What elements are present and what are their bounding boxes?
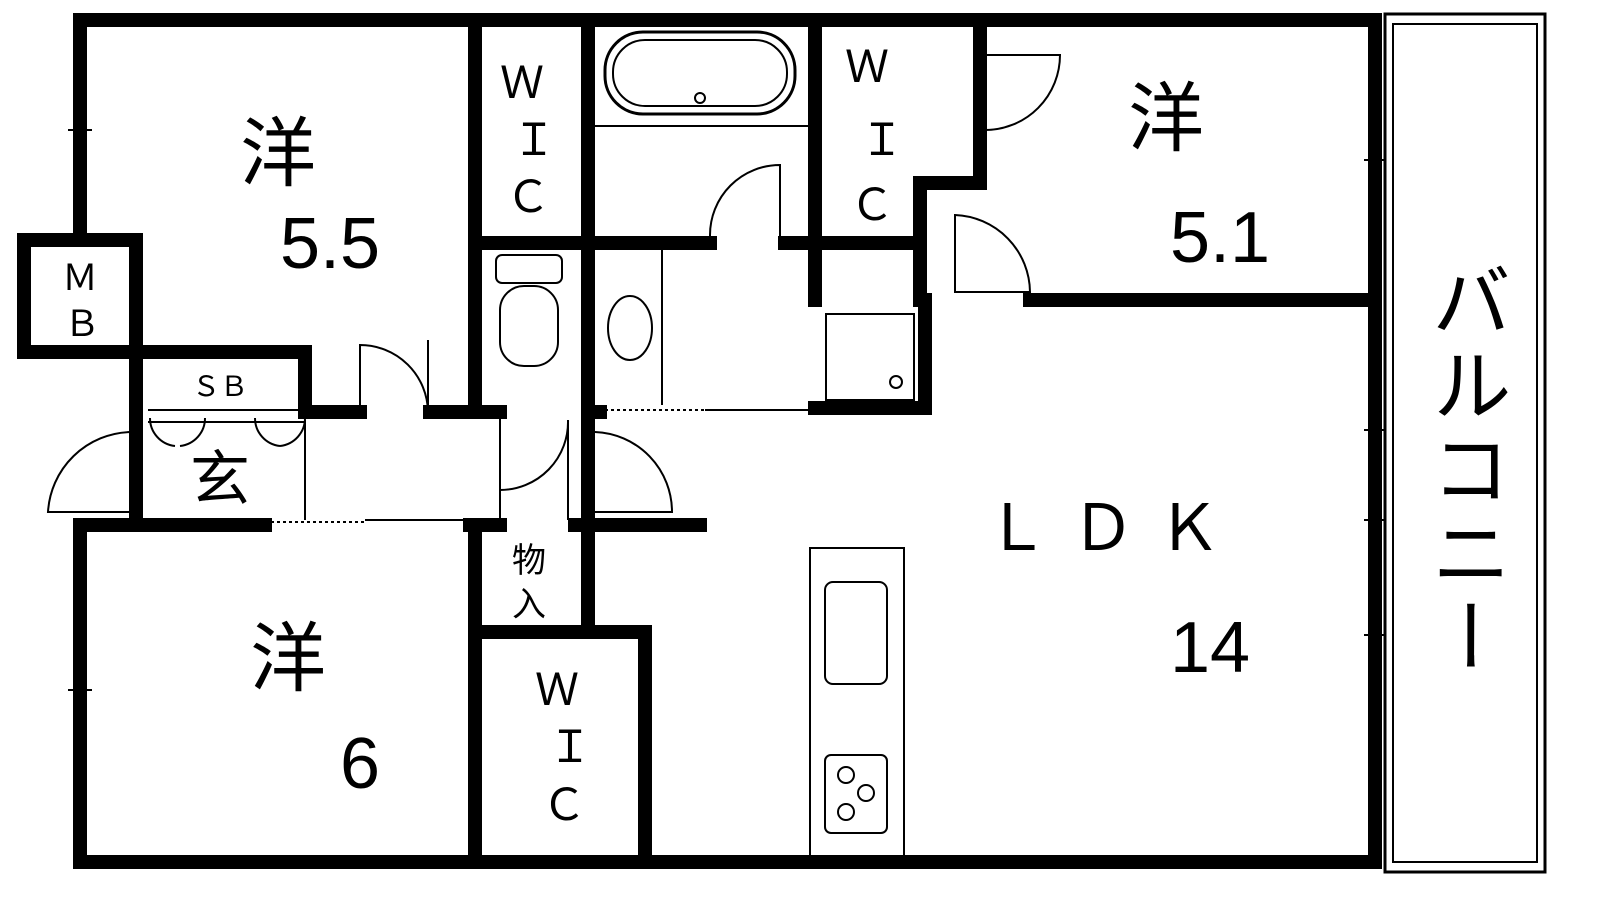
wic-b-label-1: Ｗ	[845, 43, 889, 92]
shoe-box-label: ＳＢ	[192, 370, 248, 403]
wic-b-label-2: Ｉ	[860, 116, 904, 165]
room-type-western-b: 洋	[1128, 74, 1204, 163]
sliding-doors	[148, 30, 810, 855]
storage-label-2: 入	[512, 585, 546, 625]
wic-a-label-3: Ｃ	[506, 173, 550, 222]
bathtub	[595, 30, 808, 127]
room-name-ldk: ＬＤＫ	[985, 492, 1243, 564]
wic-a-label-2: Ｉ	[512, 116, 556, 165]
room-type-western-a: 洋	[240, 109, 316, 198]
balcony	[1383, 12, 1547, 874]
kitchen-counter	[809, 547, 905, 861]
meter-box-label-2: Ｂ	[64, 303, 100, 344]
wic-b-label-3: Ｃ	[850, 181, 894, 230]
room-size-western-b: 5.1	[1170, 198, 1270, 278]
meter-box-label-1: Ｍ	[62, 257, 98, 298]
wic-c-label-2: Ｉ	[548, 723, 592, 772]
room-size-ldk: 14	[1170, 608, 1250, 688]
balcony-label: バルコニー	[1419, 260, 1512, 680]
washbasin	[607, 250, 663, 405]
walls	[17, 13, 1382, 869]
room-type-western-c: 洋	[250, 614, 326, 703]
wic-c-label-3: Ｃ	[542, 781, 586, 830]
entrance-label: 玄	[190, 445, 250, 515]
storage-label-1: 物	[512, 541, 546, 581]
doors	[46, 54, 1062, 520]
washing-machine-pan	[825, 313, 915, 401]
room-size-western-c: 6	[340, 724, 380, 804]
room-size-western-a: 5.5	[280, 204, 380, 284]
wic-a-label-1: Ｗ	[500, 59, 544, 108]
wic-c-label-1: Ｗ	[535, 666, 579, 715]
toilet	[495, 254, 563, 367]
